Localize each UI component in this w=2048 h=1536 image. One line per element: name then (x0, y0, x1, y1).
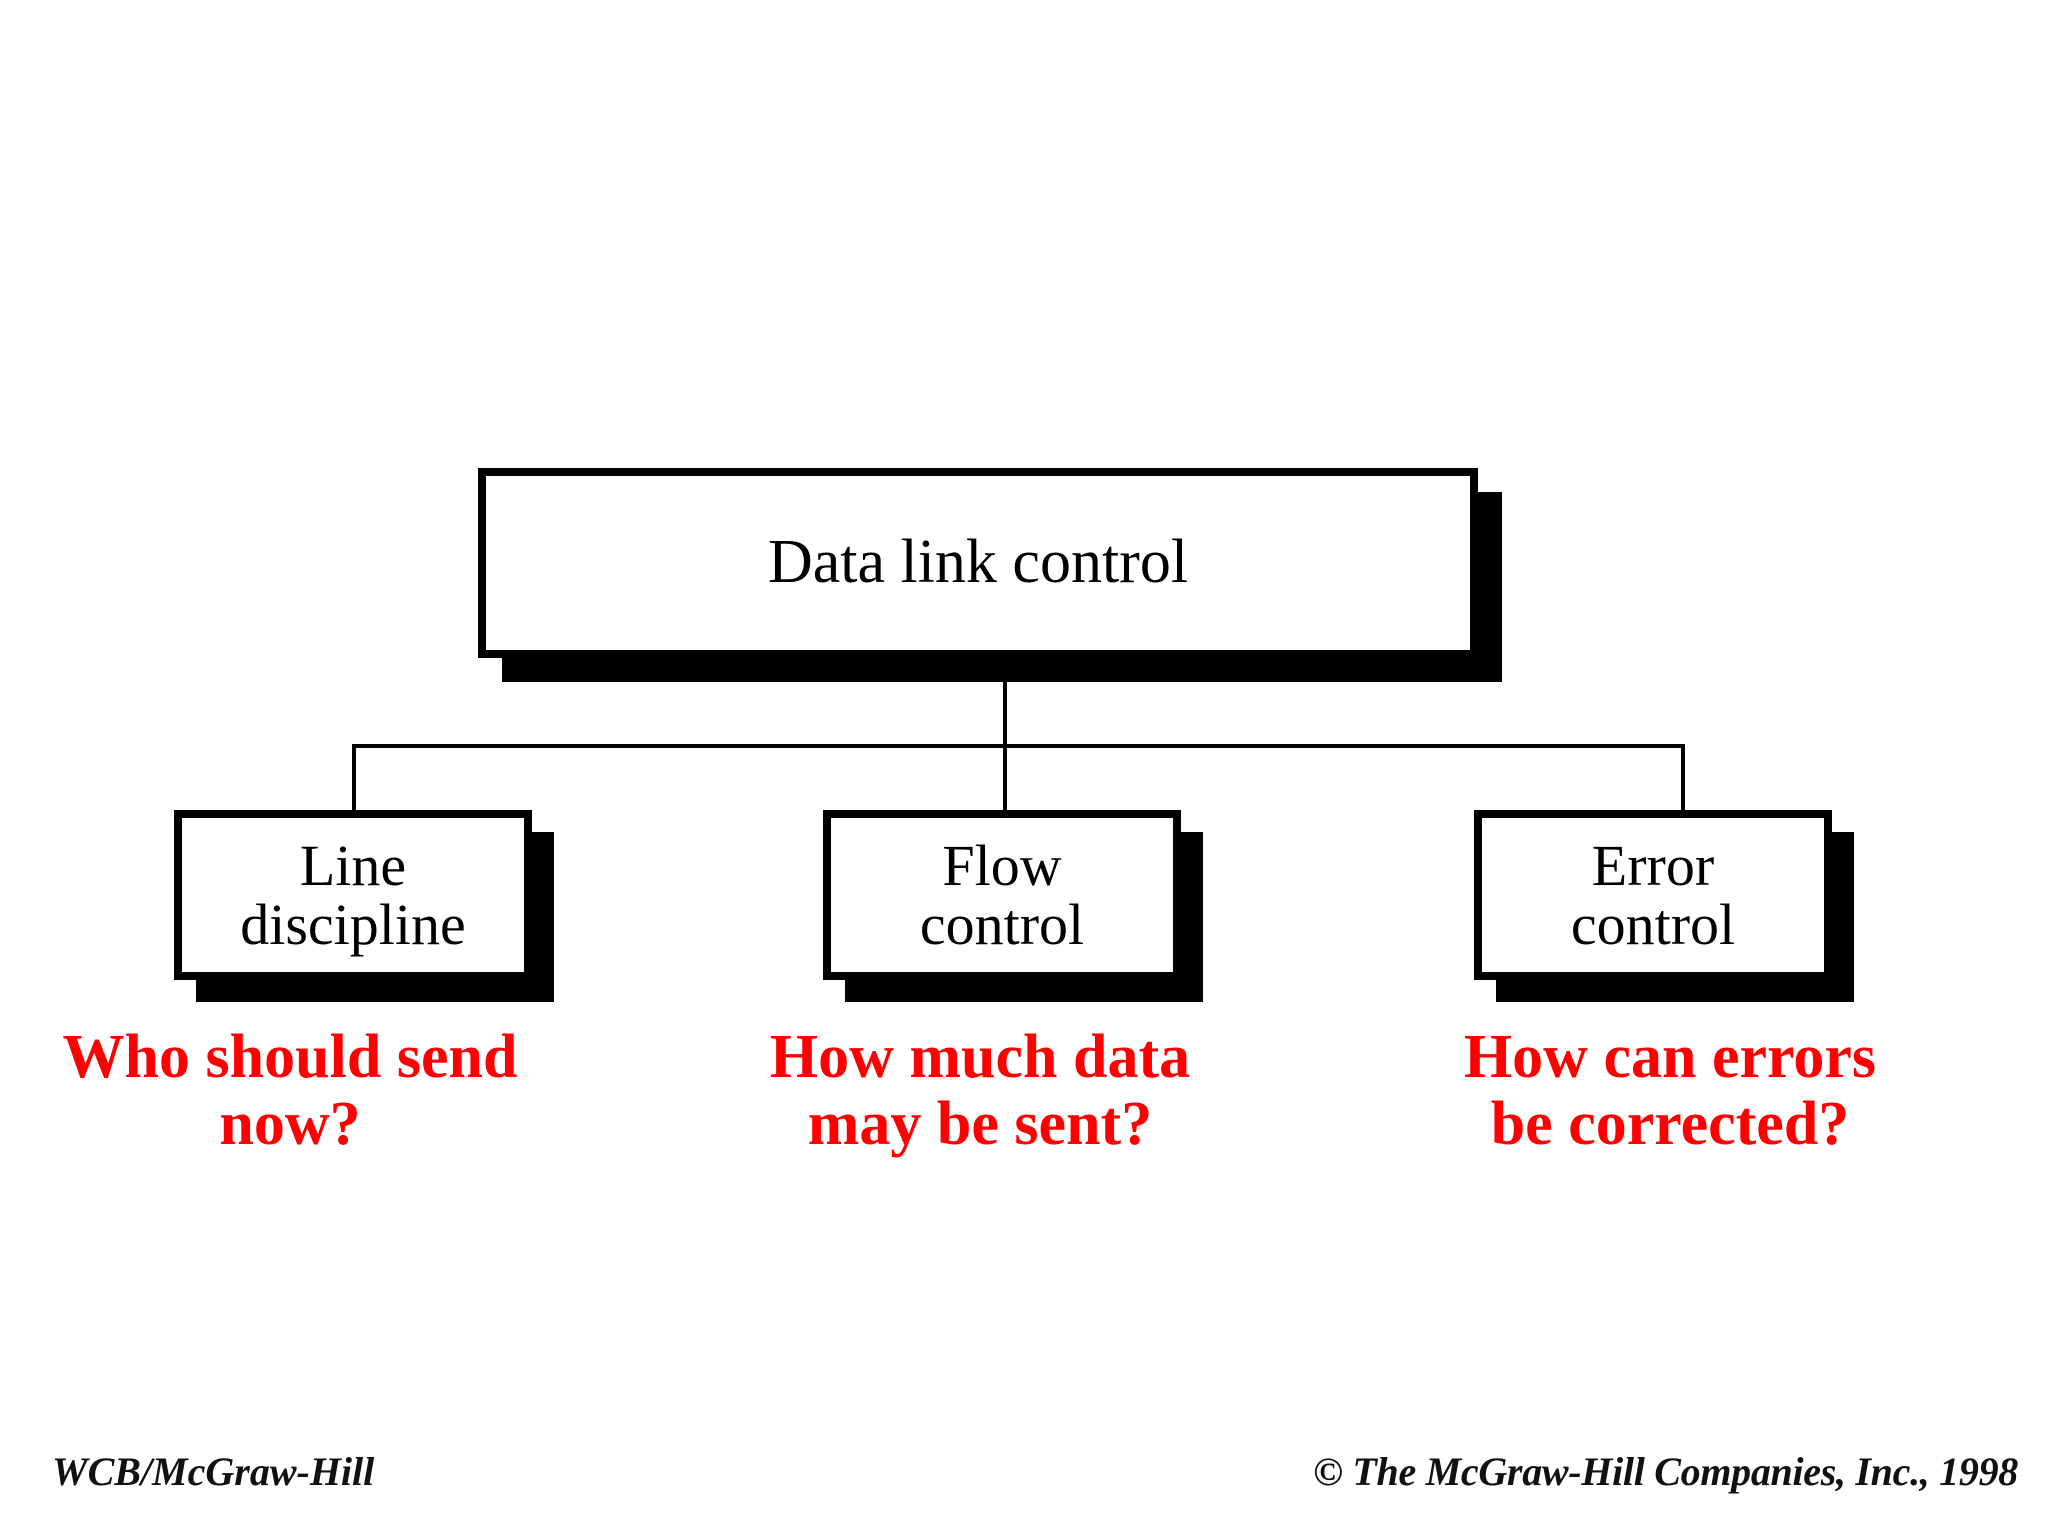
node-error-control-label: Error control (1570, 832, 1736, 957)
footer-copyright: © The McGraw-Hill Companies, Inc., 1998 (1313, 1448, 2018, 1495)
node-root-label: Data link control (767, 528, 1189, 597)
caption-line-discipline: Who should send now? (62, 1023, 518, 1158)
connector-root-vertical (1003, 676, 1007, 748)
caption-error-control: How can errors be corrected? (1463, 1023, 1877, 1158)
footer-publisher: WCB/McGraw-Hill (52, 1449, 375, 1494)
caption-flow-control: How much data may be sent? (769, 1023, 1191, 1158)
connector-branch-left (352, 744, 356, 812)
footer-copyright-text: The McGraw-Hill Companies, Inc., 1998 (1342, 1449, 2018, 1494)
node-flow-control-label: Flow control (919, 832, 1085, 957)
connector-branch-right (1681, 744, 1685, 812)
node-flow-control: Flow control (823, 810, 1181, 980)
node-line-discipline: Line discipline (174, 810, 532, 980)
connector-branch-middle (1003, 744, 1007, 812)
node-data-link-control: Data link control (478, 468, 1478, 658)
node-error-control: Error control (1474, 810, 1832, 980)
node-line-discipline-label: Line discipline (240, 832, 466, 957)
connector-horizontal-bus (352, 744, 1685, 748)
copyright-icon: © (1313, 1449, 1343, 1494)
